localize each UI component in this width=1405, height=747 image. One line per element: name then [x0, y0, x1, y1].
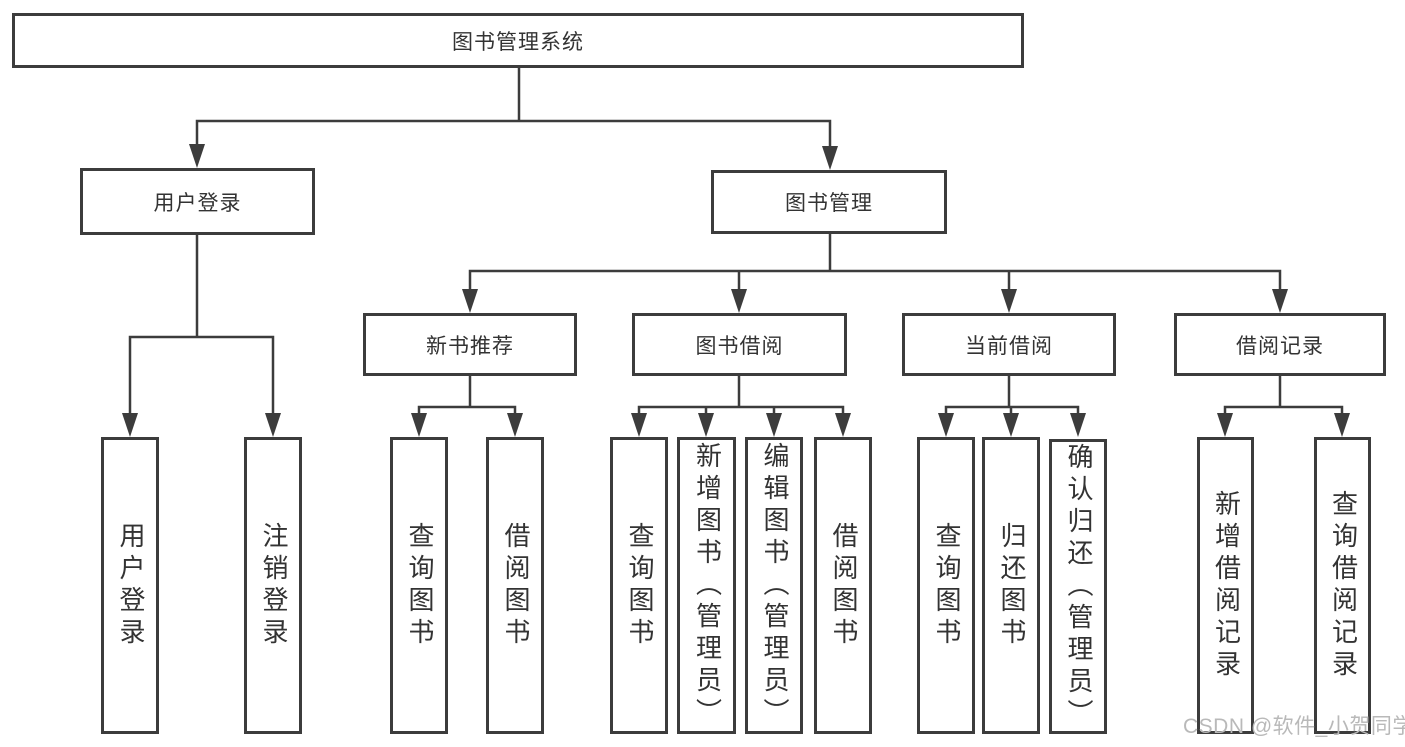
- leaf-borrow-books-label: 借阅图书: [828, 521, 859, 650]
- leaf-query-books-recommend: 查询图书: [390, 437, 448, 734]
- node-book-borrowing: 图书借阅: [632, 313, 847, 376]
- leaf-user-login-label: 用户登录: [115, 521, 146, 650]
- leaf-logout: 注销登录: [244, 437, 302, 734]
- leaf-add-borrow-record-label: 新增借阅记录: [1211, 489, 1242, 682]
- leaf-logout-label: 注销登录: [258, 521, 289, 650]
- leaf-add-borrow-record: 新增借阅记录: [1197, 437, 1254, 734]
- leaf-add-book-admin: 新增图书（管理员）: [677, 437, 736, 734]
- leaf-borrow-books-recommend: 借阅图书: [486, 437, 544, 734]
- leaf-query-books-borrow: 查询图书: [610, 437, 668, 734]
- leaf-confirm-return-admin: 确认归还（管理员）: [1049, 439, 1107, 734]
- leaf-borrow-books: 借阅图书: [814, 437, 872, 734]
- leaf-query-books-recommend-label: 查询图书: [404, 521, 435, 650]
- leaf-edit-book-admin-label: 编辑图书（管理员）: [759, 441, 790, 730]
- node-new-book-recommendation: 新书推荐: [363, 313, 577, 376]
- node-borrowing-records: 借阅记录: [1174, 313, 1386, 376]
- node-user-login: 用户登录: [80, 168, 315, 235]
- node-current-borrowing: 当前借阅: [902, 313, 1116, 376]
- leaf-edit-book-admin: 编辑图书（管理员）: [745, 437, 803, 734]
- leaf-return-books: 归还图书: [982, 437, 1040, 734]
- node-book-management: 图书管理: [711, 170, 947, 234]
- leaf-query-borrow-record-label: 查询借阅记录: [1328, 489, 1359, 682]
- watermark: CSDN @软件_小贺同学: [1183, 715, 1405, 738]
- leaf-query-books-current: 查询图书: [917, 437, 975, 734]
- leaf-query-borrow-record: 查询借阅记录: [1314, 437, 1371, 734]
- node-library-management-system: 图书管理系统: [12, 13, 1024, 68]
- leaf-borrow-books-recommend-label: 借阅图书: [500, 521, 531, 650]
- leaf-confirm-return-admin-label: 确认归还（管理员）: [1063, 442, 1094, 731]
- leaf-add-book-admin-label: 新增图书（管理员）: [692, 441, 723, 730]
- leaf-return-books-label: 归还图书: [996, 521, 1027, 650]
- leaf-query-books-current-label: 查询图书: [931, 521, 962, 650]
- leaf-query-books-borrow-label: 查询图书: [624, 521, 655, 650]
- leaf-user-login: 用户登录: [101, 437, 159, 734]
